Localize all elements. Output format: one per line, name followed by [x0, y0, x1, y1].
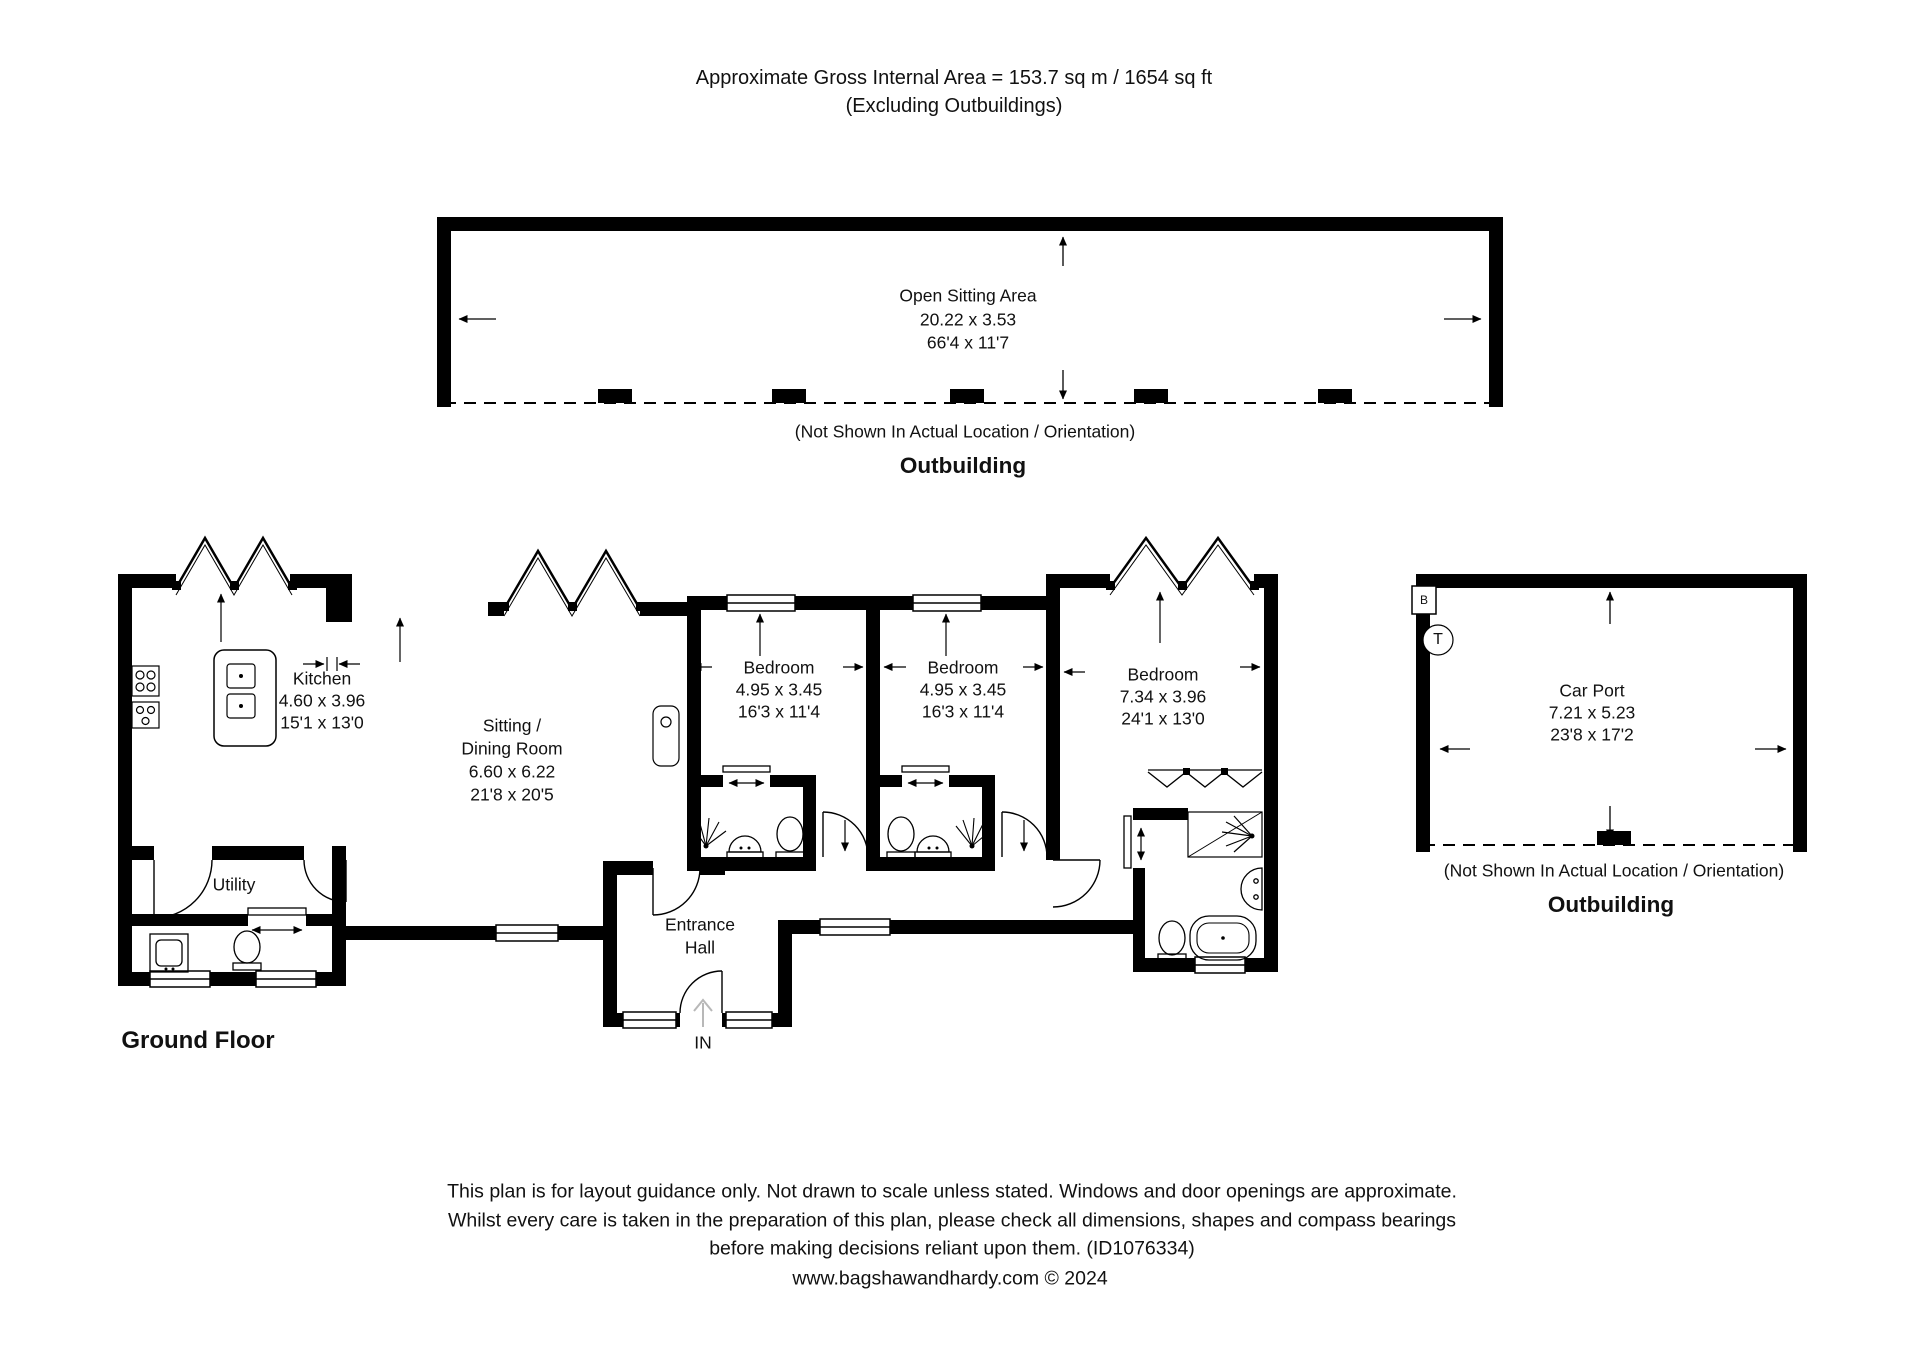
bedroom2-imperial: 16'3 x 11'4 [921, 701, 1005, 722]
bathroom-window [1194, 956, 1246, 974]
sliding-doors [247, 765, 1132, 916]
dim-arrows [217, 591, 1261, 934]
bedroom3-wardrobe [1147, 768, 1263, 788]
open-sitting-area-label: Open Sitting Area [899, 285, 1037, 306]
bedroom3-door [1052, 859, 1101, 908]
kitchen-label: Kitchen [292, 668, 352, 689]
kitchen-island [213, 649, 277, 747]
bedroom1-door [822, 811, 869, 858]
outbuilding-top-walls [437, 217, 1503, 407]
ensuite2-shower [955, 817, 990, 849]
carport-note: (Not Shown In Actual Location / Orientat… [1443, 860, 1785, 881]
sitting-dining-metric: 6.60 x 6.22 [468, 761, 556, 782]
kitchen-metric: 4.60 x 3.96 [278, 690, 366, 711]
south-window [495, 924, 559, 942]
utility-toilet [232, 930, 262, 971]
house-walls [118, 574, 1278, 1027]
bedroom1-imperial: 16'3 x 11'4 [737, 701, 821, 722]
entry-in-label: IN [694, 1032, 712, 1053]
bedroom1-window [726, 594, 796, 612]
entry-arrow [693, 998, 713, 1027]
outbuilding-top-note: (Not Shown In Actual Location / Orientat… [794, 421, 1136, 442]
hall-window-left [622, 1011, 677, 1029]
hall-window-right [725, 1011, 773, 1029]
sitting-bay-window [502, 548, 642, 612]
carport-dim-arrows [1439, 591, 1787, 839]
bathtub [1189, 915, 1257, 961]
carport-imperial: 23'8 x 17'2 [1550, 724, 1634, 745]
gross-area-title: Approximate Gross Internal Area = 153.7 … [695, 67, 1213, 89]
website-copyright: www.bagshawandhardy.com © 2024 [792, 1267, 1108, 1290]
gross-area-subtitle: (Excluding Outbuildings) [845, 95, 1063, 117]
bedroom3-bay-window [1108, 535, 1256, 591]
carport-metric: 7.21 x 5.23 [1548, 702, 1636, 723]
tank-symbol-label: T [1433, 631, 1443, 648]
entrance-hall-label-1: Entrance [664, 914, 736, 935]
utility-window-left [149, 970, 211, 988]
sitting-dining-label-2: Dining Room [461, 738, 563, 759]
bedroom2-door [1001, 811, 1048, 858]
open-sitting-area-metric: 20.22 x 3.53 [919, 309, 1017, 330]
ensuite2-sliding-panel [901, 765, 950, 773]
bedroom3-label: Bedroom [1127, 664, 1199, 685]
stove [131, 665, 160, 729]
ensuite2-sink [914, 835, 952, 860]
bedroom3-imperial: 24'1 x 13'0 [1121, 708, 1205, 729]
corridor-window [819, 918, 891, 936]
bedroom2-label: Bedroom [927, 657, 999, 678]
bathroom-toilet [1157, 920, 1187, 962]
ensuite1-sliding-panel [722, 765, 771, 773]
doors [153, 811, 1101, 1014]
bedroom1-metric: 4.95 x 3.45 [735, 679, 823, 700]
disclaimer-line-1: This plan is for layout guidance only. N… [447, 1180, 1457, 1203]
bedroom2-metric: 4.95 x 3.45 [919, 679, 1007, 700]
ground-floor-title: Ground Floor [121, 1027, 275, 1054]
disclaimer-line-3: before making decisions reliant upon the… [709, 1237, 1195, 1260]
bedroom3-metric: 7.34 x 3.96 [1119, 686, 1207, 707]
sitting-dining-imperial: 21'8 x 20'5 [470, 784, 554, 805]
utility-door-right [303, 859, 347, 903]
tank-symbol-circle [1422, 624, 1454, 656]
bedroom2-window [912, 594, 982, 612]
windows [149, 594, 1246, 1029]
ensuite2-toilet [886, 816, 916, 860]
front-door [679, 970, 723, 1014]
open-sitting-area-imperial: 66'4 x 11'7 [926, 332, 1010, 353]
boiler-symbol-box [1411, 585, 1437, 615]
sitting-dining-label-1: Sitting / [482, 715, 542, 736]
carport-outbuilding-title: Outbuilding [1547, 891, 1675, 917]
boiler-symbol-label: B [1419, 593, 1429, 607]
bathroom-shower [1187, 811, 1263, 858]
utility-label: Utility [212, 874, 256, 895]
utility-window-right [255, 970, 317, 988]
utility-sink [149, 933, 189, 973]
bathroom-sink [1240, 867, 1263, 911]
kitchen-bay-window [174, 535, 294, 591]
entrance-hall-label-2: Hall [684, 937, 716, 958]
bedroom1-label: Bedroom [743, 657, 815, 678]
carport-label: Car Port [1559, 680, 1625, 701]
ensuite1-toilet [775, 816, 805, 860]
bay-window-posts [172, 581, 1259, 611]
ensuite1-sink [726, 835, 764, 860]
sitting-radiator [652, 705, 680, 767]
fixtures [131, 649, 1263, 973]
hall-top-door [652, 867, 701, 916]
disclaimer-line-2: Whilst every care is taken in the prepar… [447, 1209, 1457, 1232]
outbuilding-top-dim-arrows [458, 236, 1482, 400]
outbuilding-top-title: Outbuilding [899, 452, 1027, 478]
utility-sliding-panel [247, 907, 307, 916]
ensuite1-shower [689, 817, 727, 849]
kitchen-imperial: 15'1 x 13'0 [280, 712, 364, 733]
utility-door-left [153, 859, 213, 919]
bathroom-sliding-panel [1123, 815, 1132, 869]
